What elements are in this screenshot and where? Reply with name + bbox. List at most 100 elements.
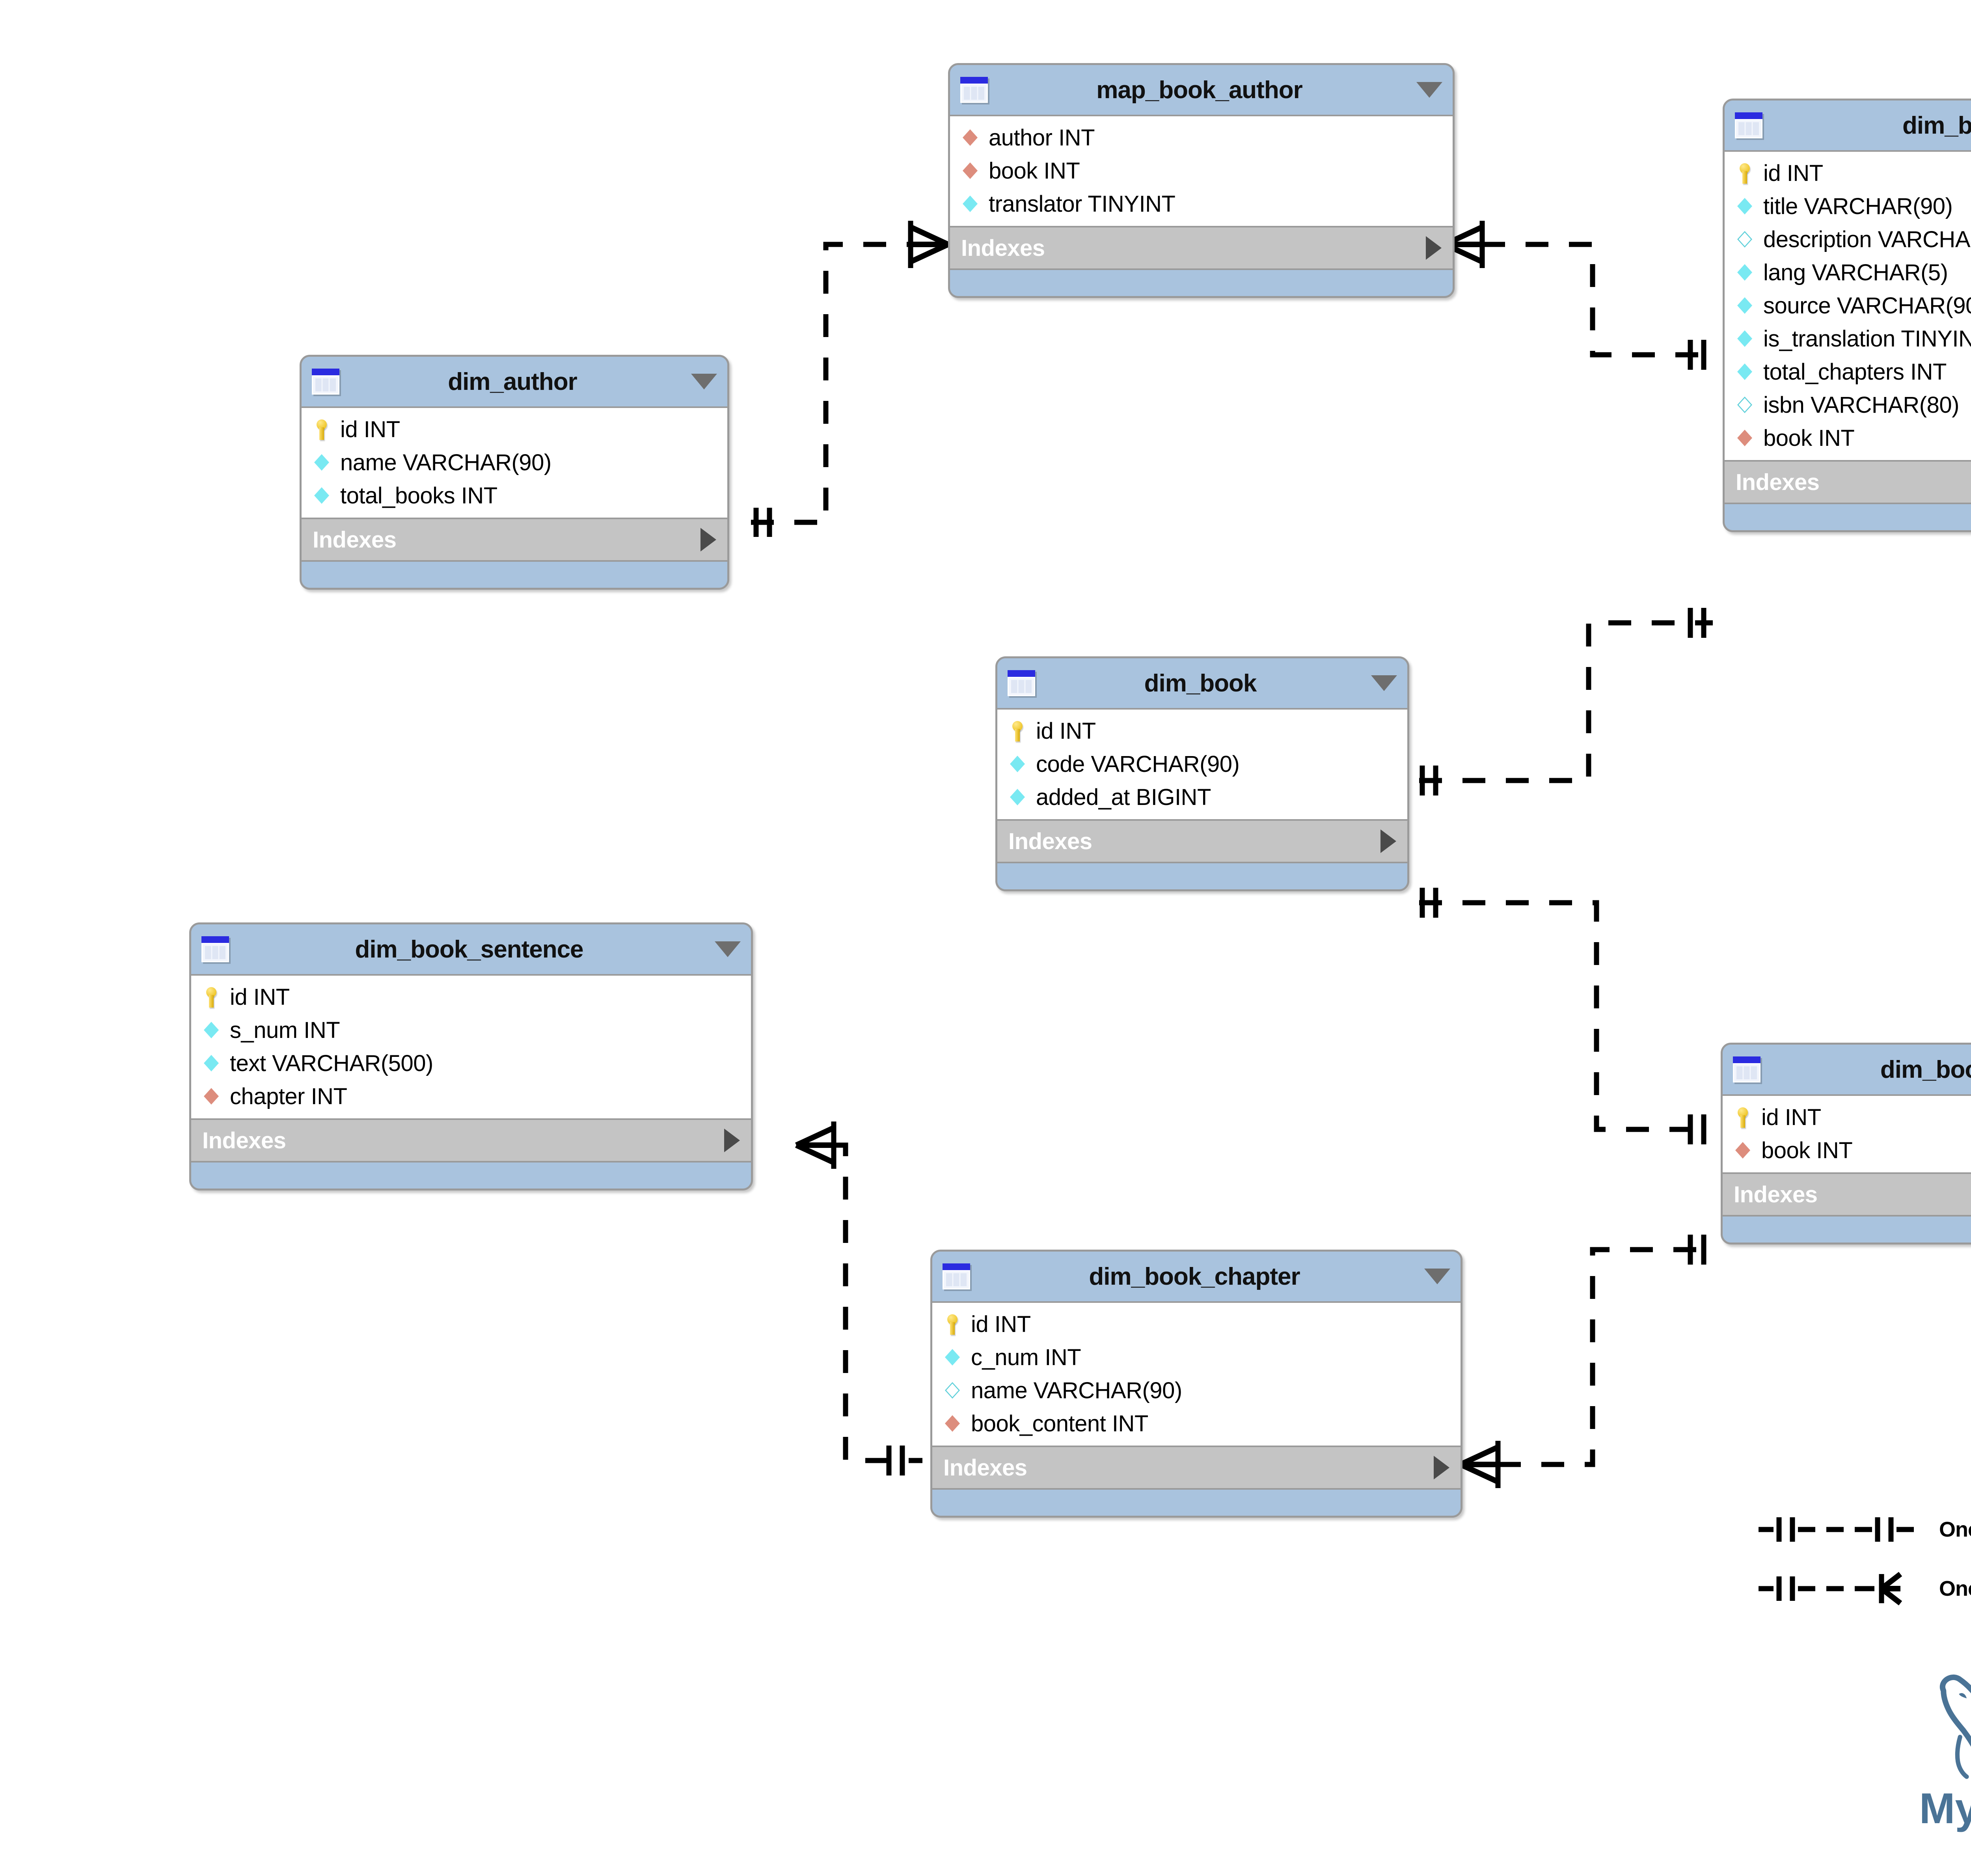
table-header-dim_book_chapter[interactable]: dim_book_chapter: [932, 1252, 1461, 1303]
table-header-dim_book[interactable]: dim_book: [997, 658, 1407, 710]
table-field-row[interactable]: c_num INT: [932, 1341, 1461, 1374]
table-field-row[interactable]: is_translation TINYINT: [1725, 322, 1971, 355]
chevron-down-icon[interactable]: [1416, 82, 1442, 98]
table-field-row[interactable]: translator TINYINT: [950, 187, 1453, 220]
table-field-row[interactable]: isbn VARCHAR(80): [1725, 388, 1971, 421]
table-field-label: added_at BIGINT: [1036, 784, 1211, 810]
table-header-dim_book_sentence[interactable]: dim_book_sentence: [191, 924, 751, 976]
table-field-row[interactable]: name VARCHAR(90): [932, 1374, 1461, 1407]
table-field-label: isbn VARCHAR(80): [1763, 392, 1959, 418]
column-diamond-icon: [943, 1346, 962, 1369]
primary-key-icon: [943, 1313, 962, 1336]
table-footer: [1725, 504, 1971, 530]
table-header-dim_book_content[interactable]: dim_book_content: [1723, 1045, 1971, 1096]
foreign-key-diamond-icon: [960, 126, 980, 149]
table-field-label: chapter INT: [230, 1083, 347, 1109]
table-field-row[interactable]: id INT: [302, 413, 727, 446]
chevron-right-icon[interactable]: [724, 1129, 740, 1152]
table-header-dim_author[interactable]: dim_author: [302, 357, 727, 408]
table-field-row[interactable]: total_chapters INT: [1725, 355, 1971, 388]
relationship-dim_author-to-map_book_author: [751, 221, 949, 537]
table-field-label: title VARCHAR(90): [1763, 193, 1953, 219]
indexes-row-dim_book_sentence[interactable]: Indexes: [191, 1118, 751, 1162]
table-field-row[interactable]: code VARCHAR(90): [997, 747, 1407, 781]
table-field-row[interactable]: total_books INT: [302, 479, 727, 512]
legend-label-one-to-one: One to One Mapping: [1939, 1518, 1971, 1541]
table-field-row[interactable]: lang VARCHAR(5): [1725, 256, 1971, 289]
table-field-row[interactable]: id INT: [1725, 156, 1971, 190]
table-field-label: id INT: [971, 1311, 1031, 1337]
indexes-row-map_book_author[interactable]: Indexes: [950, 226, 1453, 270]
table-dim_book_info[interactable]: dim_book_infoid INT title VARCHAR(90) desc…: [1723, 99, 1971, 532]
relationship-dim_book-to-dim_book_content: [1419, 888, 1713, 1144]
indexes-row-dim_book[interactable]: Indexes: [997, 819, 1407, 863]
table-field-row[interactable]: text VARCHAR(500): [191, 1047, 751, 1080]
relationship-legend: One to One Mapping One to Many Mapping: [1756, 1500, 1971, 1618]
chevron-right-icon[interactable]: [1434, 1456, 1449, 1479]
table-field-row[interactable]: id INT: [191, 980, 751, 1013]
table-name: map_book_author: [1096, 76, 1302, 104]
column-diamond-icon: [960, 192, 980, 215]
table-field-row[interactable]: book INT: [1723, 1134, 1971, 1167]
table-field-label: book_content INT: [971, 1410, 1148, 1436]
mysql-logo: My SQL ®: [1904, 1667, 1971, 1833]
table-field-row[interactable]: name VARCHAR(90): [302, 446, 727, 479]
table-header-map_book_author[interactable]: map_book_author: [950, 65, 1453, 116]
legend-row-one-to-one: One to One Mapping: [1756, 1500, 1971, 1559]
table-field-row[interactable]: id INT: [997, 714, 1407, 747]
table-footer: [997, 863, 1407, 889]
table-field-row[interactable]: s_num INT: [191, 1013, 751, 1047]
table-icon: [201, 936, 229, 962]
table-footer: [1723, 1217, 1971, 1243]
indexes-row-dim_author[interactable]: Indexes: [302, 518, 727, 562]
table-name: dim_book_info: [1902, 112, 1971, 139]
table-icon: [312, 369, 339, 395]
indexes-row-dim_book_info[interactable]: Indexes: [1725, 460, 1971, 504]
table-footer: [302, 562, 727, 588]
indexes-row-dim_book_content[interactable]: Indexes: [1723, 1172, 1971, 1217]
table-field-label: name VARCHAR(90): [971, 1377, 1182, 1403]
chevron-down-icon[interactable]: [715, 941, 741, 957]
foreign-key-diamond-icon: [1735, 427, 1755, 449]
chevron-right-icon[interactable]: [700, 528, 716, 551]
table-field-row[interactable]: book_content INT: [932, 1407, 1461, 1440]
chevron-down-icon[interactable]: [1424, 1269, 1450, 1284]
table-field-label: lang VARCHAR(5): [1763, 259, 1948, 285]
table-field-row[interactable]: author INT: [950, 121, 1453, 154]
chevron-down-icon[interactable]: [1371, 675, 1397, 691]
indexes-row-dim_book_chapter[interactable]: Indexes: [932, 1446, 1461, 1490]
table-field-label: description VARCHAR(200): [1763, 226, 1971, 252]
table-field-label: total_chapters INT: [1763, 359, 1947, 385]
table-field-row[interactable]: book INT: [950, 154, 1453, 187]
table-header-dim_book_info[interactable]: dim_book_info: [1725, 101, 1971, 152]
table-field-row[interactable]: id INT: [932, 1308, 1461, 1341]
table-field-label: book INT: [1761, 1137, 1853, 1163]
table-field-row[interactable]: book INT: [1725, 421, 1971, 455]
table-field-row[interactable]: title VARCHAR(90): [1725, 190, 1971, 223]
table-field-row[interactable]: chapter INT: [191, 1080, 751, 1113]
primary-key-icon: [1735, 162, 1755, 184]
chevron-down-icon[interactable]: [691, 374, 717, 389]
table-field-row[interactable]: added_at BIGINT: [997, 781, 1407, 814]
column-diamond-icon: [312, 484, 332, 507]
table-footer: [191, 1162, 751, 1189]
table-field-label: id INT: [1763, 160, 1823, 186]
one-to-one-symbol: [1759, 1517, 1914, 1542]
table-field-row[interactable]: description VARCHAR(200): [1725, 223, 1971, 256]
table-field-row[interactable]: id INT: [1723, 1101, 1971, 1134]
table-name: dim_book: [1144, 669, 1257, 697]
table-dim_book_content[interactable]: dim_book_contentid INT book INT Indexes: [1721, 1043, 1971, 1244]
chevron-right-icon[interactable]: [1426, 236, 1442, 260]
column-diamond-icon: [1735, 360, 1755, 383]
table-field-label: author INT: [989, 125, 1095, 151]
chevron-right-icon[interactable]: [1380, 829, 1396, 853]
table-field-row[interactable]: source VARCHAR(90): [1725, 289, 1971, 322]
